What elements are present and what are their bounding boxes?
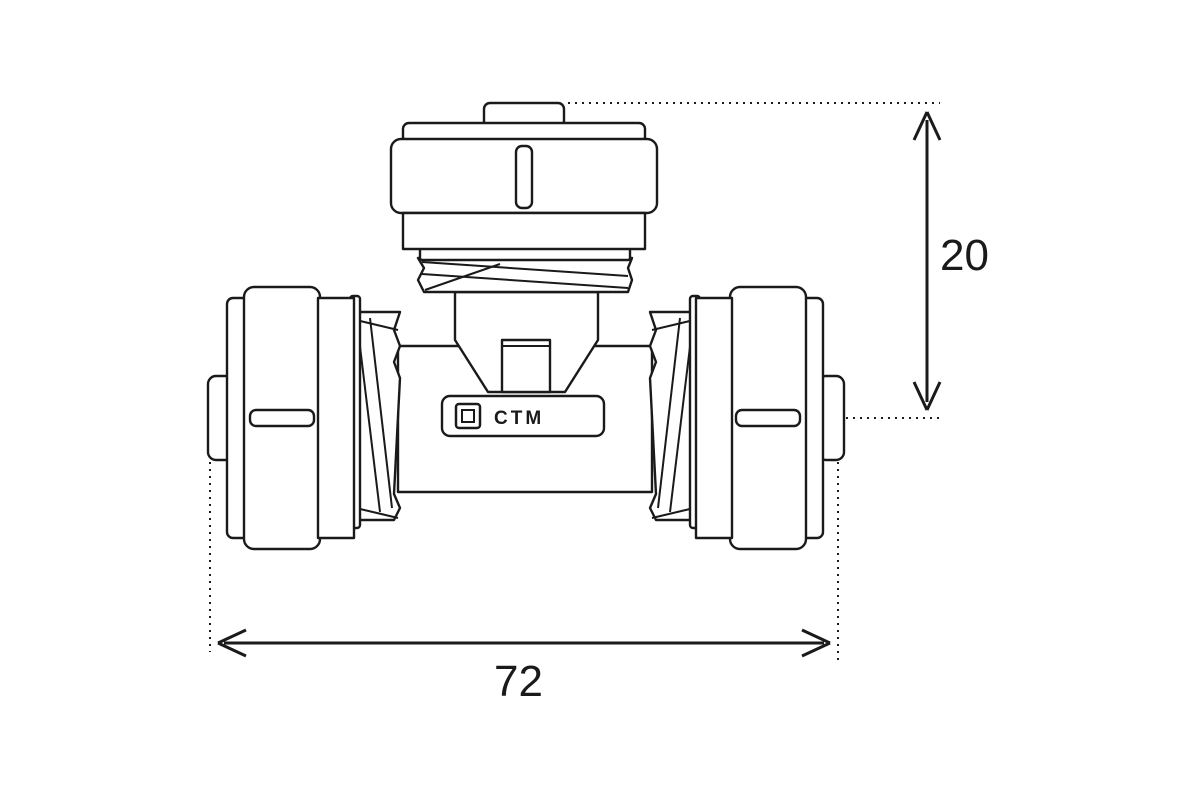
brand-text: CTM	[494, 408, 544, 429]
tee-body	[396, 290, 654, 494]
right-thread	[648, 294, 702, 530]
top-thread	[416, 246, 634, 294]
left-nut	[206, 285, 356, 551]
brand-plate: CTM	[440, 394, 606, 438]
height-label: 20	[940, 231, 989, 280]
height-dimension: 20	[912, 111, 989, 411]
width-label: 72	[494, 657, 543, 706]
extension-lines	[209, 102, 940, 662]
right-nut	[694, 285, 846, 551]
left-thread	[348, 294, 402, 530]
width-dimension: 72	[217, 628, 831, 706]
ctm-logo-icon	[454, 402, 482, 430]
top-nut	[389, 101, 659, 251]
